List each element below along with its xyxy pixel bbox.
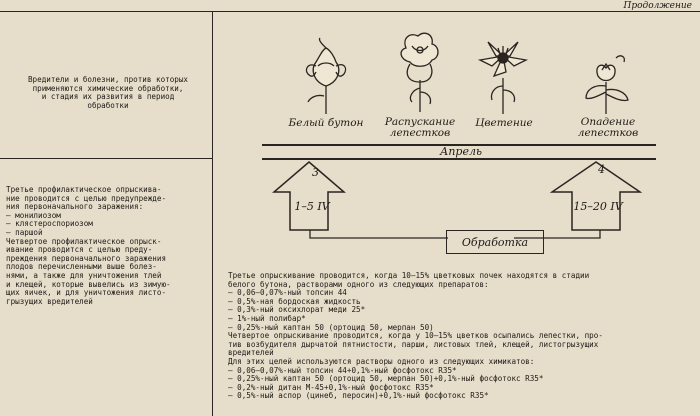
flowering-icon xyxy=(477,41,529,114)
left-header-divider xyxy=(0,158,212,159)
treatment-connector xyxy=(309,230,601,239)
title-line: и стадия их развития в период xyxy=(41,92,175,102)
left-title: Вредители и болезни, против которых прим… xyxy=(6,75,210,110)
stage-label-line: Распускание xyxy=(384,116,456,128)
stage-label-line: лепестков xyxy=(389,127,451,139)
body-line: плодов перечисленными выше болез- xyxy=(6,262,157,272)
body-line: — 1%-ный полибар* xyxy=(228,313,306,323)
arrow-number-4: 4 xyxy=(598,163,605,176)
petal-opening-icon xyxy=(400,32,439,112)
body-line: щих яичек, и для уничтожения листо- xyxy=(6,288,167,298)
white-bud-icon xyxy=(305,37,347,114)
arrow-number-3: 3 xyxy=(312,166,319,179)
top-divider-line xyxy=(0,11,700,12)
body-line: — 0,06—0,07%-ный топсин 44 xyxy=(228,288,347,298)
body-line: Для этих целей используются растворы одн… xyxy=(228,356,535,366)
body-line: — паршой xyxy=(6,227,43,237)
body-line: Четвертое профилактическое опрыск- xyxy=(6,236,162,246)
treatment-arrow-3 xyxy=(272,161,346,231)
stage-label-line: Цветение xyxy=(475,117,533,129)
body-line: Четвертое опрыскивание проводится, когда… xyxy=(228,331,603,341)
right-body-text: Третье опрыскивание проводится, когда 10… xyxy=(228,271,603,401)
petal-fall-icon xyxy=(585,55,629,114)
body-line: вредителей xyxy=(228,348,274,358)
body-line: преждения первоначального заражения xyxy=(6,253,167,263)
body-line: — 0,5%-ный аспор (цинеб, перосин)+0,1%-н… xyxy=(228,391,489,401)
body-line: тив возбудителя дырчатой пятнистости, па… xyxy=(228,339,599,349)
body-line: Третье профилактическое опрыскива- xyxy=(6,185,162,194)
body-line: и клещей, которые вывелись из зимую- xyxy=(6,279,171,289)
month-label: Апрель xyxy=(440,145,482,158)
treatment-label: Обработка xyxy=(461,235,529,249)
body-line: — 0,06—0,07%-ный топсин 44+0,1%-ный фосф… xyxy=(228,365,457,375)
body-line: — монилиозом xyxy=(6,210,61,220)
treatment-arrow-4 xyxy=(550,161,642,231)
body-line: белого бутона, растворами одного из след… xyxy=(228,279,489,289)
arrow-dates-4: 15–20 IV xyxy=(573,200,623,213)
month-bottom-line xyxy=(262,158,656,160)
body-line: грызущих вредителей xyxy=(6,296,93,306)
stage-label-line: Белый бутон xyxy=(288,117,364,129)
body-line: — 0,3%-ный оксихлорат меди 25* xyxy=(228,305,366,315)
stage-label-petal-opening: Распускание лепестков xyxy=(374,117,466,139)
treatment-box: Обработка xyxy=(446,230,544,254)
body-line: ивание проводится с целью преду- xyxy=(6,245,153,255)
body-line: — 0,25%-ный каптан 50 (ортоцид 50, мерпа… xyxy=(228,322,434,332)
month-top-line xyxy=(262,144,656,146)
title-line: обработки xyxy=(87,100,129,110)
column-divider xyxy=(212,11,213,416)
body-line: — 0,5%-ная бордоская жидкость xyxy=(228,296,361,306)
body-line: — 0,2%-ный дитан М-45+0,1%-ный фосфотокс… xyxy=(228,382,434,392)
body-line: — клястероспориозом xyxy=(6,219,93,229)
arrow-dates-3: 1–5 IV xyxy=(294,200,330,213)
body-line: ния первоначального заражения: xyxy=(6,202,144,212)
stage-label-line: Опадение xyxy=(580,116,636,128)
stage-label-line: лепестков xyxy=(577,127,639,139)
body-line: нями, а также для уничтожения тлей xyxy=(6,270,162,280)
body-line: ние проводится с целью предупрежде- xyxy=(6,193,167,203)
left-body-text: Третье профилактическое опрыскива- ние п… xyxy=(6,185,171,306)
stage-label-white-bud: Белый бутон xyxy=(288,118,364,129)
stage-label-petal-fall: Опадение лепестков xyxy=(562,117,654,139)
body-line: Третье опрыскивание проводится, когда 10… xyxy=(228,271,590,280)
body-line: — 0,25%-ный каптан 50 (ортоцид 50, мерпа… xyxy=(228,374,544,384)
title-line: Вредители и болезни, против которых xyxy=(27,75,188,84)
continued-label: Продолжение xyxy=(623,1,693,11)
stage-label-flowering: Цветение xyxy=(466,118,542,129)
title-line: применяются химические обработки, xyxy=(32,83,184,93)
